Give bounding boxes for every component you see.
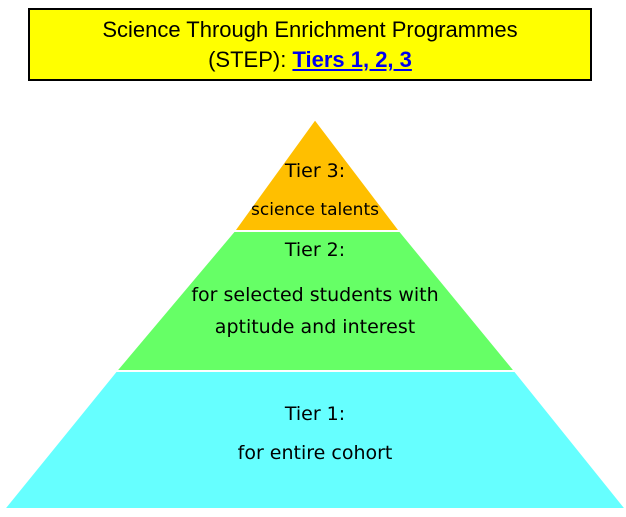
title-line-1: Science Through Enrichment Programmes	[102, 17, 518, 42]
tier-2-heading: Tier 2:	[284, 239, 346, 261]
title-prefix: (STEP):	[208, 47, 293, 72]
tier-3-heading: Tier 3:	[284, 160, 346, 182]
tier-3-layer	[232, 117, 403, 232]
tiers-link[interactable]: Tiers 1, 2, 3	[292, 47, 412, 72]
tier-2-description: for selected students with aptitude and …	[191, 284, 439, 338]
title-line-2: (STEP): Tiers 1, 2, 3	[30, 45, 590, 75]
tier-1-description: for entire cohort	[237, 442, 393, 464]
tier-1-heading: Tier 1:	[284, 403, 346, 425]
title-banner: Science Through Enrichment Programmes (S…	[28, 8, 592, 81]
tier-1-layer	[1, 370, 626, 510]
tier-3-description: science talents	[251, 200, 379, 220]
